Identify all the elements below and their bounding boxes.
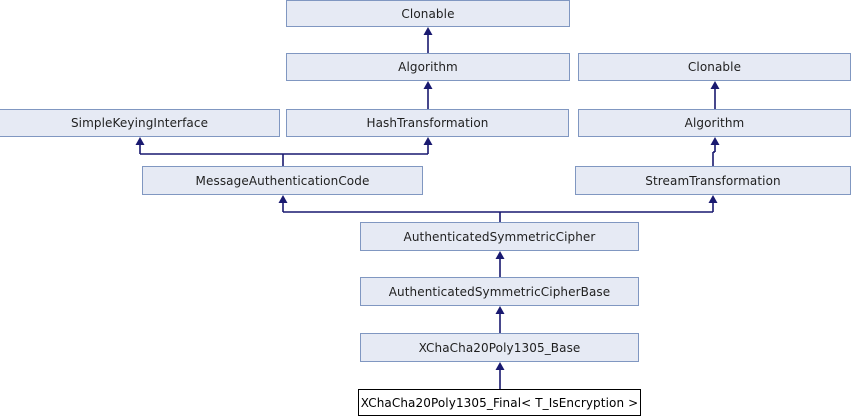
class-node-asc_base[interactable]: AuthenticatedSymmetricCipherBase [360,277,639,306]
class-node-asc[interactable]: AuthenticatedSymmetricCipher [360,222,639,251]
class-node-label: HashTransformation [366,116,489,130]
class-node-label: Clonable [687,60,742,74]
class-node-clonable_right[interactable]: Clonable [578,53,851,81]
class-node-stream_transform[interactable]: StreamTransformation [575,166,851,195]
class-node-label: StreamTransformation [645,173,781,188]
class-node-clonable_top[interactable]: Clonable [286,0,570,27]
class-node-label: MessageAuthenticationCode [195,173,370,188]
class-node-algorithm_left[interactable]: Algorithm [286,53,570,81]
class-node-algorithm_right[interactable]: Algorithm [578,109,851,137]
class-node-mac[interactable]: MessageAuthenticationCode [142,166,423,195]
class-node-xchacha_final[interactable]: XChaCha20Poly1305_Final< T_IsEncryption … [358,389,641,416]
class-node-label: Clonable [401,6,455,21]
class-node-label: XChaCha20Poly1305_Base [418,340,581,355]
class-node-xchacha_base[interactable]: XChaCha20Poly1305_Base [360,333,639,362]
class-node-label: AuthenticatedSymmetricCipherBase [388,284,611,299]
class-node-label: XChaCha20Poly1305_Final< T_IsEncryption … [360,395,639,410]
class-node-label: Algorithm [398,60,458,74]
class-node-simple_keying[interactable]: SimpleKeyingInterface [0,109,280,137]
class-node-label: Algorithm [684,116,745,130]
class-node-label: SimpleKeyingInterface [70,116,209,130]
class-node-hash_transform[interactable]: HashTransformation [286,109,569,137]
class-node-label: AuthenticatedSymmetricCipher [403,229,596,244]
